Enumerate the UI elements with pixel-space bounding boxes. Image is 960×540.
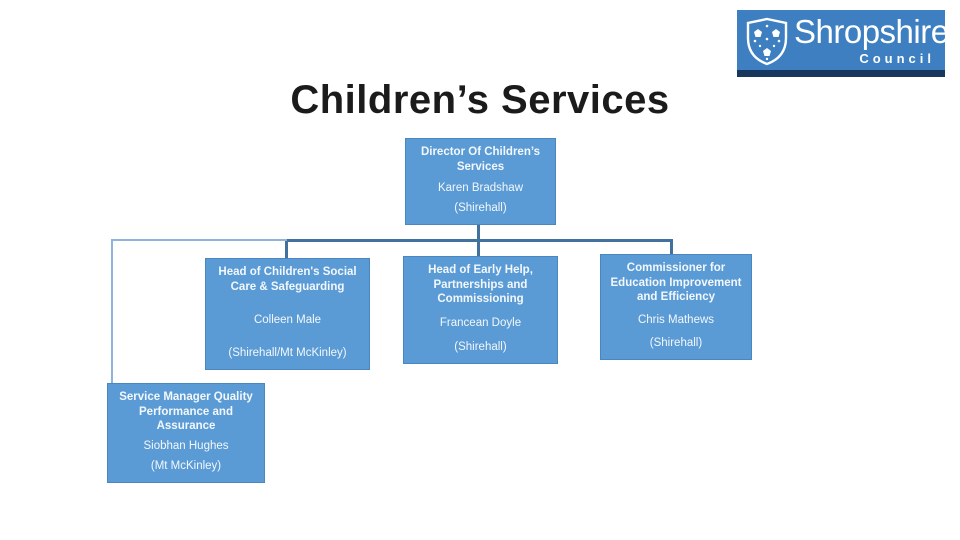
location-label: (Shirehall) — [454, 341, 507, 354]
role-title: Service Manager Quality Performance and … — [119, 391, 253, 433]
connector-light-vertical — [111, 239, 113, 383]
role-title: Commissioner for Education Improvement a… — [610, 262, 742, 304]
shield-icon — [746, 17, 788, 66]
location-label: (Shirehall/Mt McKinley) — [228, 347, 347, 360]
person-name: Francean Doyle — [439, 317, 522, 330]
person-name: Siobhan Hughes — [143, 440, 229, 453]
location-label: (Shirehall) — [649, 337, 703, 350]
location-label: (Mt McKinley) — [150, 460, 222, 473]
org-box-early-help: Head of Early Help, Partnerships and Com… — [403, 256, 558, 364]
connector-drop-social-care — [285, 241, 288, 258]
shropshire-council-logo: Shropshire Council — [737, 10, 945, 77]
org-box-service-manager: Service Manager Quality Performance and … — [107, 383, 265, 483]
connector-horizontal-rail — [285, 239, 673, 242]
logo-subname: Council — [859, 51, 935, 66]
logo-name: Shropshire — [794, 13, 945, 50]
connector-light-horizontal — [111, 239, 287, 241]
person-name: Colleen Male — [253, 314, 322, 326]
page-title: Children’s Services — [290, 78, 670, 122]
person-name: Chris Mathews — [637, 314, 715, 327]
connector-drop-early-help — [477, 241, 480, 256]
location-label: (Shirehall) — [454, 202, 507, 215]
org-box-commissioner: Commissioner for Education Improvement a… — [600, 254, 752, 360]
logo-bottom-bar — [737, 70, 945, 77]
org-box-social-care: Head of Children's Social Care & Safegua… — [205, 258, 370, 370]
person-name: Karen Bradshaw — [437, 181, 524, 194]
role-title: Head of Children's Social Care & Safegua… — [218, 266, 357, 293]
role-title: Head of Early Help, Partnerships and Com… — [428, 264, 533, 306]
role-title: Director Of Children’s Services — [420, 146, 541, 173]
connector-director-drop — [477, 225, 480, 240]
org-box-director: Director Of Children’s Services Karen Br… — [405, 138, 556, 225]
connector-drop-commissioner — [670, 241, 673, 254]
